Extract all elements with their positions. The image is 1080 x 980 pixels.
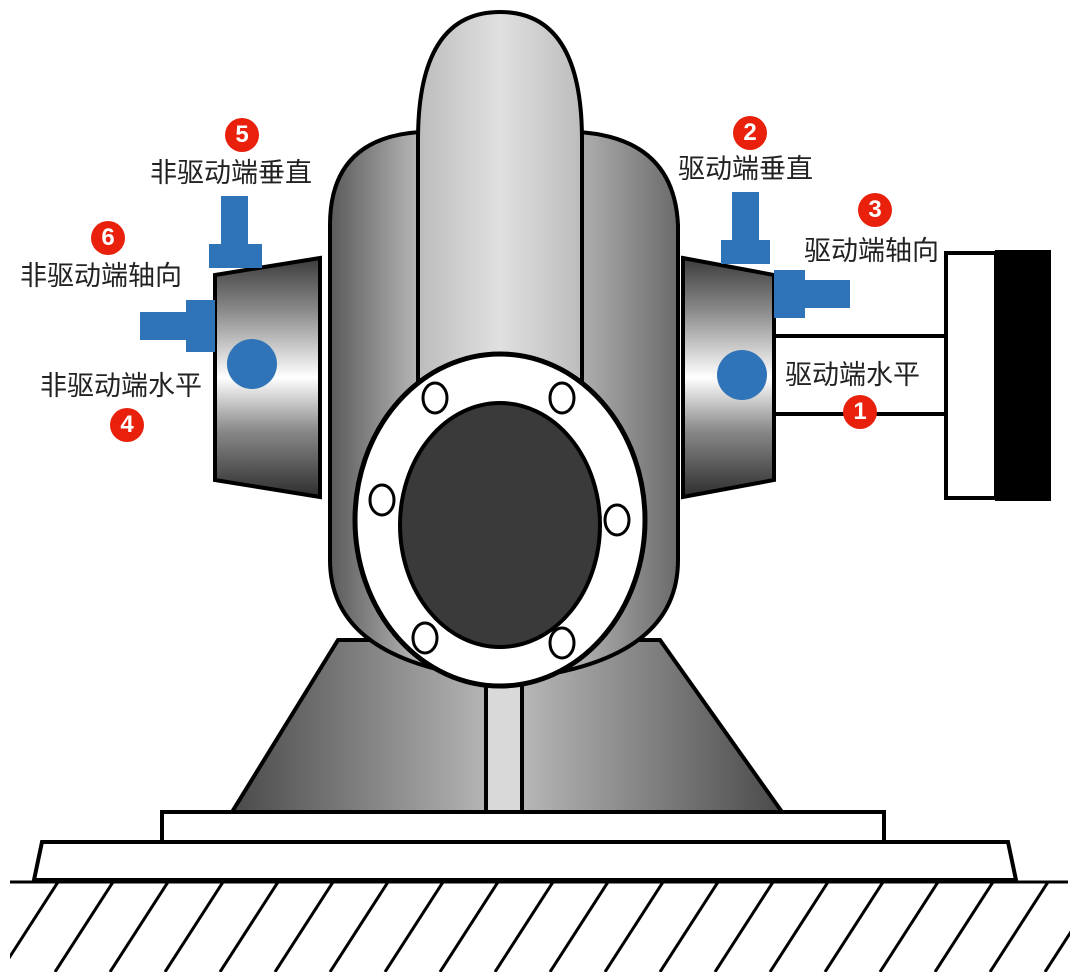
base-plate <box>31 840 1019 882</box>
badge-point-4: 4 <box>110 408 144 442</box>
volute-top <box>416 9 584 382</box>
label-point-3: 驱动端轴向 <box>804 236 939 267</box>
label-point-2: 驱动端垂直 <box>678 154 813 185</box>
badge-point-2: 2 <box>733 116 767 150</box>
sensor-nde-axial <box>140 300 215 352</box>
sensor-nde-horizontal <box>227 339 277 389</box>
badge-point-5: 5 <box>225 118 259 152</box>
label-point-6: 非驱动端轴向 <box>20 261 182 292</box>
ground <box>10 880 1070 972</box>
label-point-1: 驱动端水平 <box>785 360 920 391</box>
badge-point-6: 6 <box>91 221 125 255</box>
coupling <box>944 250 1051 501</box>
badge-point-1: 1 <box>843 395 877 429</box>
label-point-4: 非驱动端水平 <box>40 371 202 402</box>
sensor-nde-vertical <box>209 196 262 268</box>
drain-pipe <box>484 678 524 814</box>
sensor-de-horizontal <box>717 350 767 400</box>
sensor-de-axial <box>774 270 850 318</box>
label-point-5: 非驱动端垂直 <box>150 158 312 189</box>
badge-point-3: 3 <box>858 193 892 227</box>
top-plate <box>160 810 886 844</box>
suction-flange <box>352 351 648 689</box>
sensor-de-vertical <box>721 192 770 264</box>
